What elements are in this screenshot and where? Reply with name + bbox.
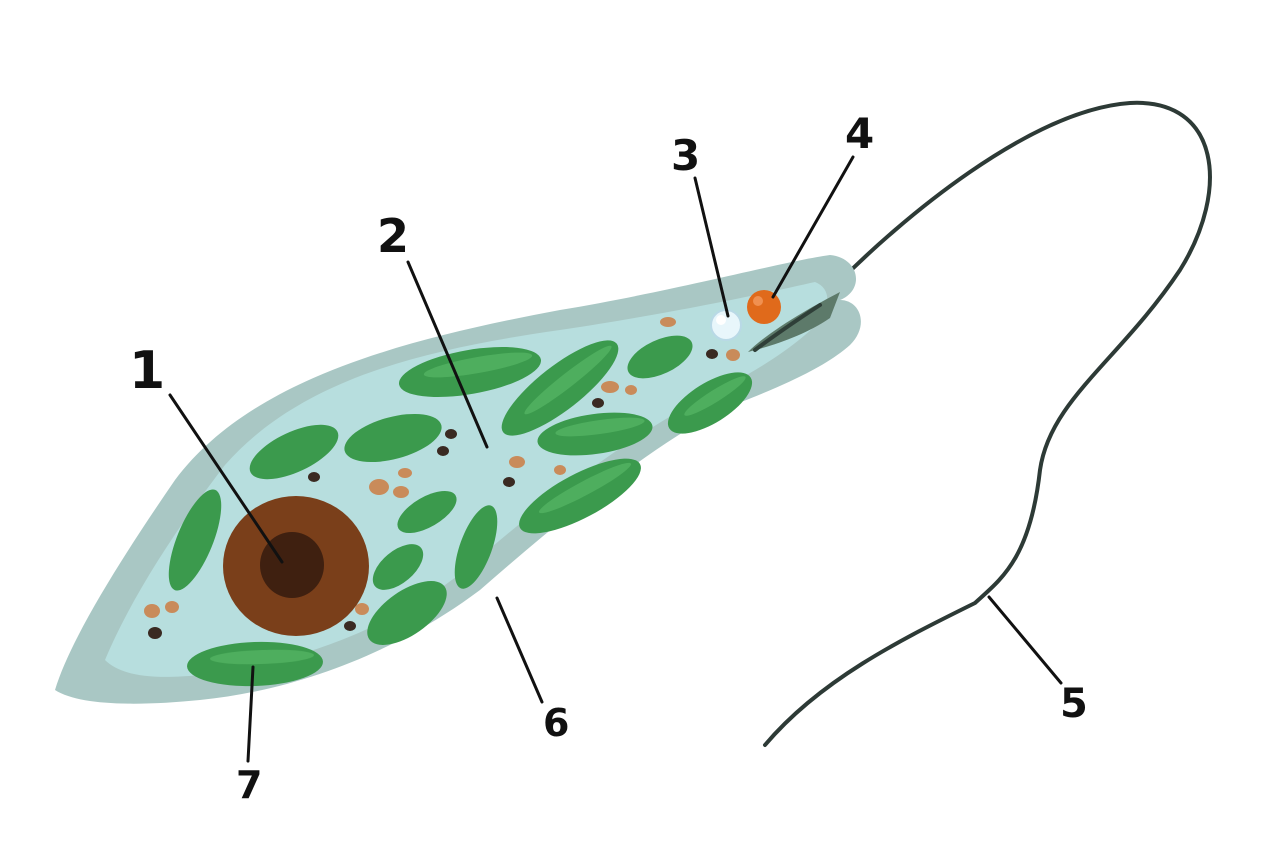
leader-line-4 bbox=[771, 155, 855, 299]
leader-line-5 bbox=[987, 595, 1063, 685]
chloroplast bbox=[168, 489, 222, 591]
chloroplast bbox=[249, 424, 339, 480]
label-2: 2 bbox=[377, 209, 409, 263]
chloroplast bbox=[344, 413, 442, 463]
flagellum bbox=[763, 100, 1212, 747]
label-6: 6 bbox=[543, 701, 569, 745]
chloroplast bbox=[367, 581, 447, 645]
vacuole-highlight bbox=[716, 315, 726, 325]
chloroplast bbox=[627, 335, 693, 379]
leader-line-1 bbox=[168, 393, 284, 564]
chloroplast bbox=[372, 544, 424, 590]
label-4: 4 bbox=[845, 109, 874, 158]
leader-line-3 bbox=[693, 176, 730, 318]
chloroplast bbox=[454, 505, 498, 589]
label-3: 3 bbox=[671, 131, 700, 180]
leader-line-6 bbox=[495, 596, 544, 704]
leader-line-2 bbox=[406, 260, 489, 449]
eyespot bbox=[747, 290, 781, 324]
eyespot-highlight bbox=[753, 296, 763, 306]
label-7: 7 bbox=[236, 763, 262, 807]
contractile-vacuole bbox=[710, 309, 742, 341]
nucleolus bbox=[260, 532, 324, 598]
paramylon-granules bbox=[144, 317, 740, 618]
reservoir-inner bbox=[753, 303, 822, 352]
label-5: 5 bbox=[1060, 681, 1088, 727]
dark-granules bbox=[148, 349, 718, 639]
chloroplast-highlights bbox=[210, 345, 746, 665]
label-1: 1 bbox=[129, 341, 165, 401]
chloroplast bbox=[397, 491, 457, 533]
leader-line-7 bbox=[246, 665, 255, 763]
